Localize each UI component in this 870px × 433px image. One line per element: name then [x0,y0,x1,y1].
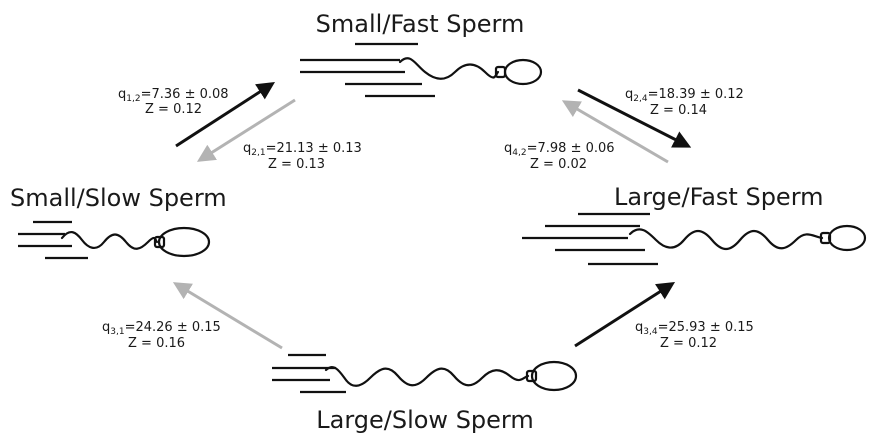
sperm-small-fast [300,42,543,98]
arrow-q12 [175,82,276,148]
z-score: Z = 0.16 [128,336,185,351]
state-label-small-fast: Small/Fast Sperm [316,10,525,38]
rate-label-q24: q2,4=18.39 ± 0.12 Z = 0.14 [625,87,744,118]
arrow-q34 [574,282,676,348]
rate-label-q42: q4,2=7.98 ± 0.06 Z = 0.02 [504,141,615,172]
arrow-q21 [196,98,296,162]
rate-subscript: 3,4 [643,327,658,337]
z-score: Z = 0.14 [650,103,707,118]
rate-value: =25.93 ± 0.15 [658,320,754,335]
rate-subscript: 3,1 [110,327,124,337]
rate-symbol: q [625,87,633,102]
rate-label-q21: q2,1=21.13 ± 0.13 Z = 0.13 [243,141,362,172]
state-label-large-fast: Large/Fast Sperm [614,183,824,211]
rate-subscript: 1,2 [126,94,140,104]
rate-label-q12: q1,2=7.36 ± 0.08 Z = 0.12 [118,87,229,117]
rate-value: =21.13 ± 0.13 [266,141,362,156]
rate-symbol: q [504,141,512,156]
svg-text:q3,1=24.26 ± 0.15: q3,1=24.26 ± 0.15 [102,320,221,337]
arrow-q24 [577,88,692,148]
rate-subscript: 4,2 [512,148,526,158]
svg-text:q4,2=7.98 ± 0.06: q4,2=7.98 ± 0.06 [504,141,615,158]
z-score: Z = 0.12 [145,102,202,117]
rate-subscript: 2,1 [251,148,265,158]
state-label-large-slow: Large/Slow Sperm [316,406,534,433]
state-label-small-slow: Small/Slow Sperm [10,184,227,212]
rate-subscript: 2,4 [633,94,648,104]
svg-text:q2,1=21.13 ± 0.13: q2,1=21.13 ± 0.13 [243,141,362,158]
arrow-q42 [561,100,669,164]
rate-value: =7.98 ± 0.06 [527,141,615,156]
rate-symbol: q [635,320,643,335]
rate-label-q34: q3,4=25.93 ± 0.15 Z = 0.12 [635,320,754,351]
rate-label-q31: q3,1=24.26 ± 0.15 Z = 0.16 [102,320,221,351]
sperm-small-slow [18,220,211,260]
svg-text:q1,2=7.36 ± 0.08: q1,2=7.36 ± 0.08 [118,87,229,104]
z-score: Z = 0.12 [660,336,717,351]
z-score: Z = 0.13 [268,157,325,172]
arrow-q31 [172,282,283,350]
rate-symbol: q [102,320,110,335]
rate-value: =24.26 ± 0.15 [125,320,221,335]
rate-symbol: q [243,141,251,156]
svg-text:q2,4=18.39 ± 0.12: q2,4=18.39 ± 0.12 [625,87,744,104]
sperm-large-fast [522,212,867,266]
rate-value: =7.36 ± 0.08 [141,87,229,102]
svg-text:q3,4=25.93 ± 0.15: q3,4=25.93 ± 0.15 [635,320,754,337]
z-score: Z = 0.02 [530,157,587,172]
rate-value: =18.39 ± 0.12 [648,87,744,102]
sperm-large-slow [272,353,578,394]
rate-symbol: q [118,87,126,102]
